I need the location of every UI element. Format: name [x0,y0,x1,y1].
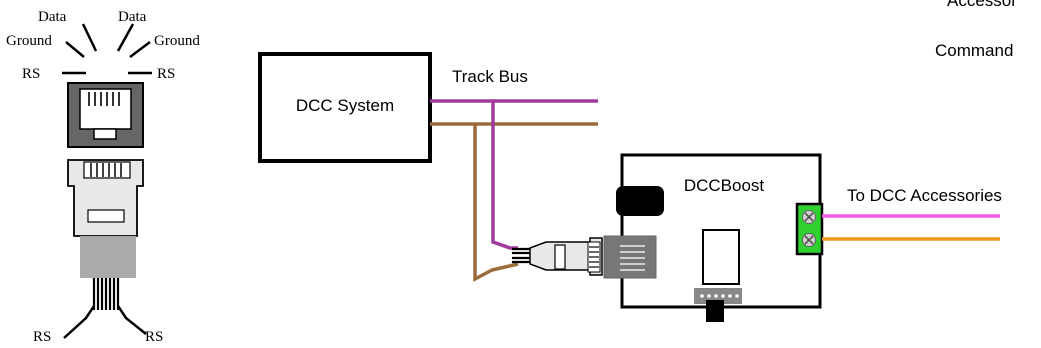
pin-label-rs-right: RS [157,66,175,82]
board-white-component [702,229,740,285]
track-bus-label: Track Bus [452,67,528,86]
to-dcc-accessories-label: To DCC Accessories [847,186,1002,205]
board-rj-socket-icon [603,235,657,279]
pin-label-rs-bottom-left: RS [33,329,51,345]
pin-label-rs-bottom-right: RS [145,329,163,345]
dccboost-board: DCCBoost [603,153,824,322]
pin-label-data-left: Data [38,9,67,25]
board-header-pins [694,288,742,322]
rj-plug-horizontal-icon [529,237,603,276]
pin-label-rs-left: RS [22,66,40,82]
rj-socket-icon [67,82,144,148]
accessories-cropped-label: Accessor [947,0,1017,10]
plug-lead-wires [512,247,531,264]
dcc-system-box: DCC System [258,52,432,163]
pin-label-data-right: Data [118,9,147,25]
pin-label-ground-right: Ground [154,33,200,49]
board-black-component [616,186,664,216]
dccboost-title: DCCBoost [684,176,765,195]
green-terminal-icon [795,202,824,256]
output-wires [822,214,1000,241]
rj-plug-icon [63,159,147,339]
pin-label-ground-left: Ground [6,33,52,49]
pin-callout-lines [62,23,152,75]
dcc-system-label: DCC System [296,96,394,115]
command-cropped-label: Command [935,41,1013,60]
